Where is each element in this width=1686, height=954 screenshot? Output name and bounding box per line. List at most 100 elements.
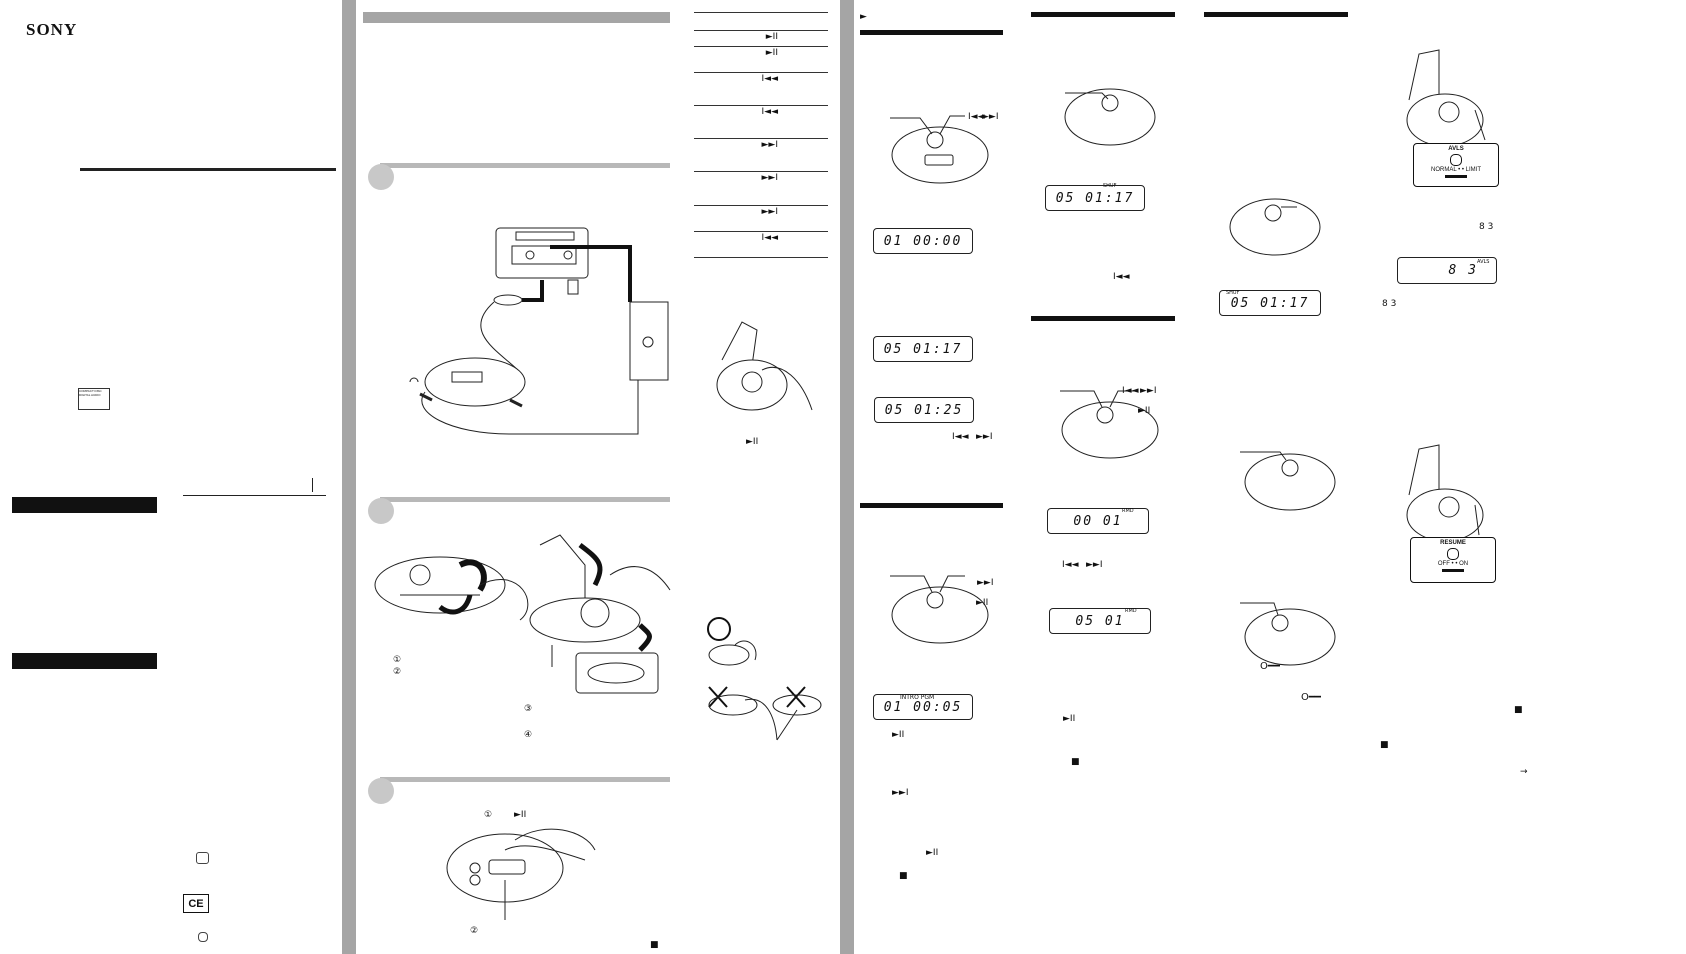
label-next-7: ►►I xyxy=(1086,560,1103,570)
label-prev-6: I◄◄ xyxy=(1122,386,1139,396)
label-play-pause-3: ►II xyxy=(976,598,989,608)
panel4-header-bar xyxy=(860,30,1003,35)
indicator-shuf-2: SHUF xyxy=(1226,290,1240,296)
player-illustration-resume xyxy=(1229,198,1321,256)
player-illustration-hold-2 xyxy=(1240,602,1336,666)
table-symbol: ►►I xyxy=(761,207,779,217)
label-prev-5: I◄◄ xyxy=(1113,272,1130,282)
step1-rule xyxy=(380,163,670,168)
step2-rule xyxy=(380,497,670,502)
display-4: 01 00:05 xyxy=(873,694,973,720)
table-row-0 xyxy=(694,12,828,13)
compact-disc-logo: COMPACT DISC DIGITAL AUDIO xyxy=(78,388,110,410)
table-symbol: I◄◄ xyxy=(761,107,779,117)
table-row-end xyxy=(694,257,828,258)
table-symbol: I◄◄ xyxy=(761,233,779,243)
shuffle-section-bar xyxy=(1031,12,1175,17)
step3-stop: ■ xyxy=(650,940,659,950)
arrow-icon: → xyxy=(1520,767,1528,777)
player-illustration-hold xyxy=(1240,451,1336,511)
table-symbol: ►►I xyxy=(761,140,779,150)
language-bar-1 xyxy=(12,497,157,513)
header-bar xyxy=(363,12,670,23)
resume-knob-icon xyxy=(1447,548,1459,560)
cover-rule xyxy=(80,168,336,171)
display-2: 05 01:17 xyxy=(873,336,973,362)
section-rule xyxy=(183,495,326,496)
press-play-illustration xyxy=(446,828,596,920)
label-stop-8: ■ xyxy=(1514,705,1523,715)
display-6: 00 01 xyxy=(1047,508,1149,534)
table-row-4: I◄◄ xyxy=(694,105,828,117)
step3-marker-1: ① xyxy=(484,810,493,820)
indicator-rmd-2: RMD xyxy=(1125,608,1137,614)
indicator-rmd: RMD xyxy=(1122,508,1134,514)
display-8: 05 01:17 xyxy=(1219,290,1321,316)
language-bar-2 xyxy=(12,653,157,669)
table-symbol: ►►I xyxy=(761,173,779,183)
table-symbol: ►II xyxy=(765,48,778,58)
ce-mark-text: CE xyxy=(188,897,204,910)
display-5: 05 01:17 xyxy=(1045,185,1145,211)
open-lid-illustration xyxy=(374,534,671,694)
label-stop-7: ■ xyxy=(1071,757,1080,767)
battery-icon xyxy=(198,932,208,942)
hold-key-icon: O━━ xyxy=(1260,661,1280,672)
player-buttons-illustration-3 xyxy=(1060,390,1159,459)
indicator-intro-pgm: INTRO PGM xyxy=(900,694,935,701)
player-buttons-illustration-1 xyxy=(890,115,989,184)
panel4-play: ► xyxy=(860,12,867,22)
step3-rule xyxy=(380,777,670,782)
resume-section-bar xyxy=(1204,12,1348,17)
resume-options: OFF • • ON xyxy=(1437,561,1469,567)
label-next-3: ►►I xyxy=(977,578,994,588)
table-row-2: ►II xyxy=(694,46,828,58)
repeat-section-bar xyxy=(1031,316,1175,321)
table-symbol: ►II xyxy=(765,32,778,42)
avls-segment-2: 8 3 xyxy=(1382,299,1397,309)
step2-marker-1: ① xyxy=(393,655,402,665)
table-symbol: I◄◄ xyxy=(761,74,779,84)
display-9: 8 3 xyxy=(1397,257,1497,284)
recycle-icon xyxy=(196,852,209,864)
disc-handling-illustration xyxy=(707,617,822,741)
disc-removal-illustration xyxy=(716,321,813,411)
display-7: 05 01 xyxy=(1049,608,1151,634)
label-play-pause-7: ►II xyxy=(1063,714,1076,724)
step2-marker-4: ④ xyxy=(524,730,533,740)
label-next: ►►I xyxy=(982,112,999,122)
resume-arrow-icon xyxy=(1442,569,1464,572)
indicator-shuf: SHUF xyxy=(1103,183,1117,189)
step2-marker-3: ③ xyxy=(524,704,533,714)
table-row-8: I◄◄ xyxy=(694,231,828,243)
table-row-6: ►►I xyxy=(694,171,828,183)
label-stop-9: ■ xyxy=(1380,740,1389,750)
avls-switch-callout: AVLS NORMAL • • LIMIT xyxy=(1413,143,1499,187)
label-play-pause-5: ►II xyxy=(926,848,939,858)
step3-marker-2: ② xyxy=(470,926,479,936)
step1-badge xyxy=(368,164,394,190)
step3-badge xyxy=(368,778,394,804)
label-next-6: ►►I xyxy=(1140,386,1157,396)
resume-title: RESUME xyxy=(1440,540,1466,546)
display-3: 05 01:25 xyxy=(874,397,974,423)
avls-segment-1: 8 3 xyxy=(1479,222,1494,232)
step2-marker-2: ② xyxy=(393,667,402,677)
avls-knob-icon xyxy=(1450,154,1462,166)
label-prev-2: I◄◄ xyxy=(952,432,969,442)
label-prev-7: I◄◄ xyxy=(1062,560,1079,570)
player-illustration-shuffle xyxy=(1064,88,1156,146)
fold-strip-left xyxy=(342,0,356,954)
ce-mark-icon: CE xyxy=(183,894,209,913)
car-connection-illustration xyxy=(409,227,669,435)
table-row-1: ►II xyxy=(694,30,828,42)
label-play-pause-4: ►II xyxy=(892,730,905,740)
fold-strip-right xyxy=(840,0,854,954)
step2-badge xyxy=(368,498,394,524)
label-next-2: ►►I xyxy=(976,432,993,442)
avls-arrow-icon xyxy=(1445,175,1467,178)
resume-switch-callout: RESUME OFF • • ON xyxy=(1410,537,1496,583)
hold-key-icon-2: O━━ xyxy=(1301,692,1321,703)
step3-play-pause: ►II xyxy=(514,810,527,820)
display-1: 01 00:00 xyxy=(873,228,973,254)
